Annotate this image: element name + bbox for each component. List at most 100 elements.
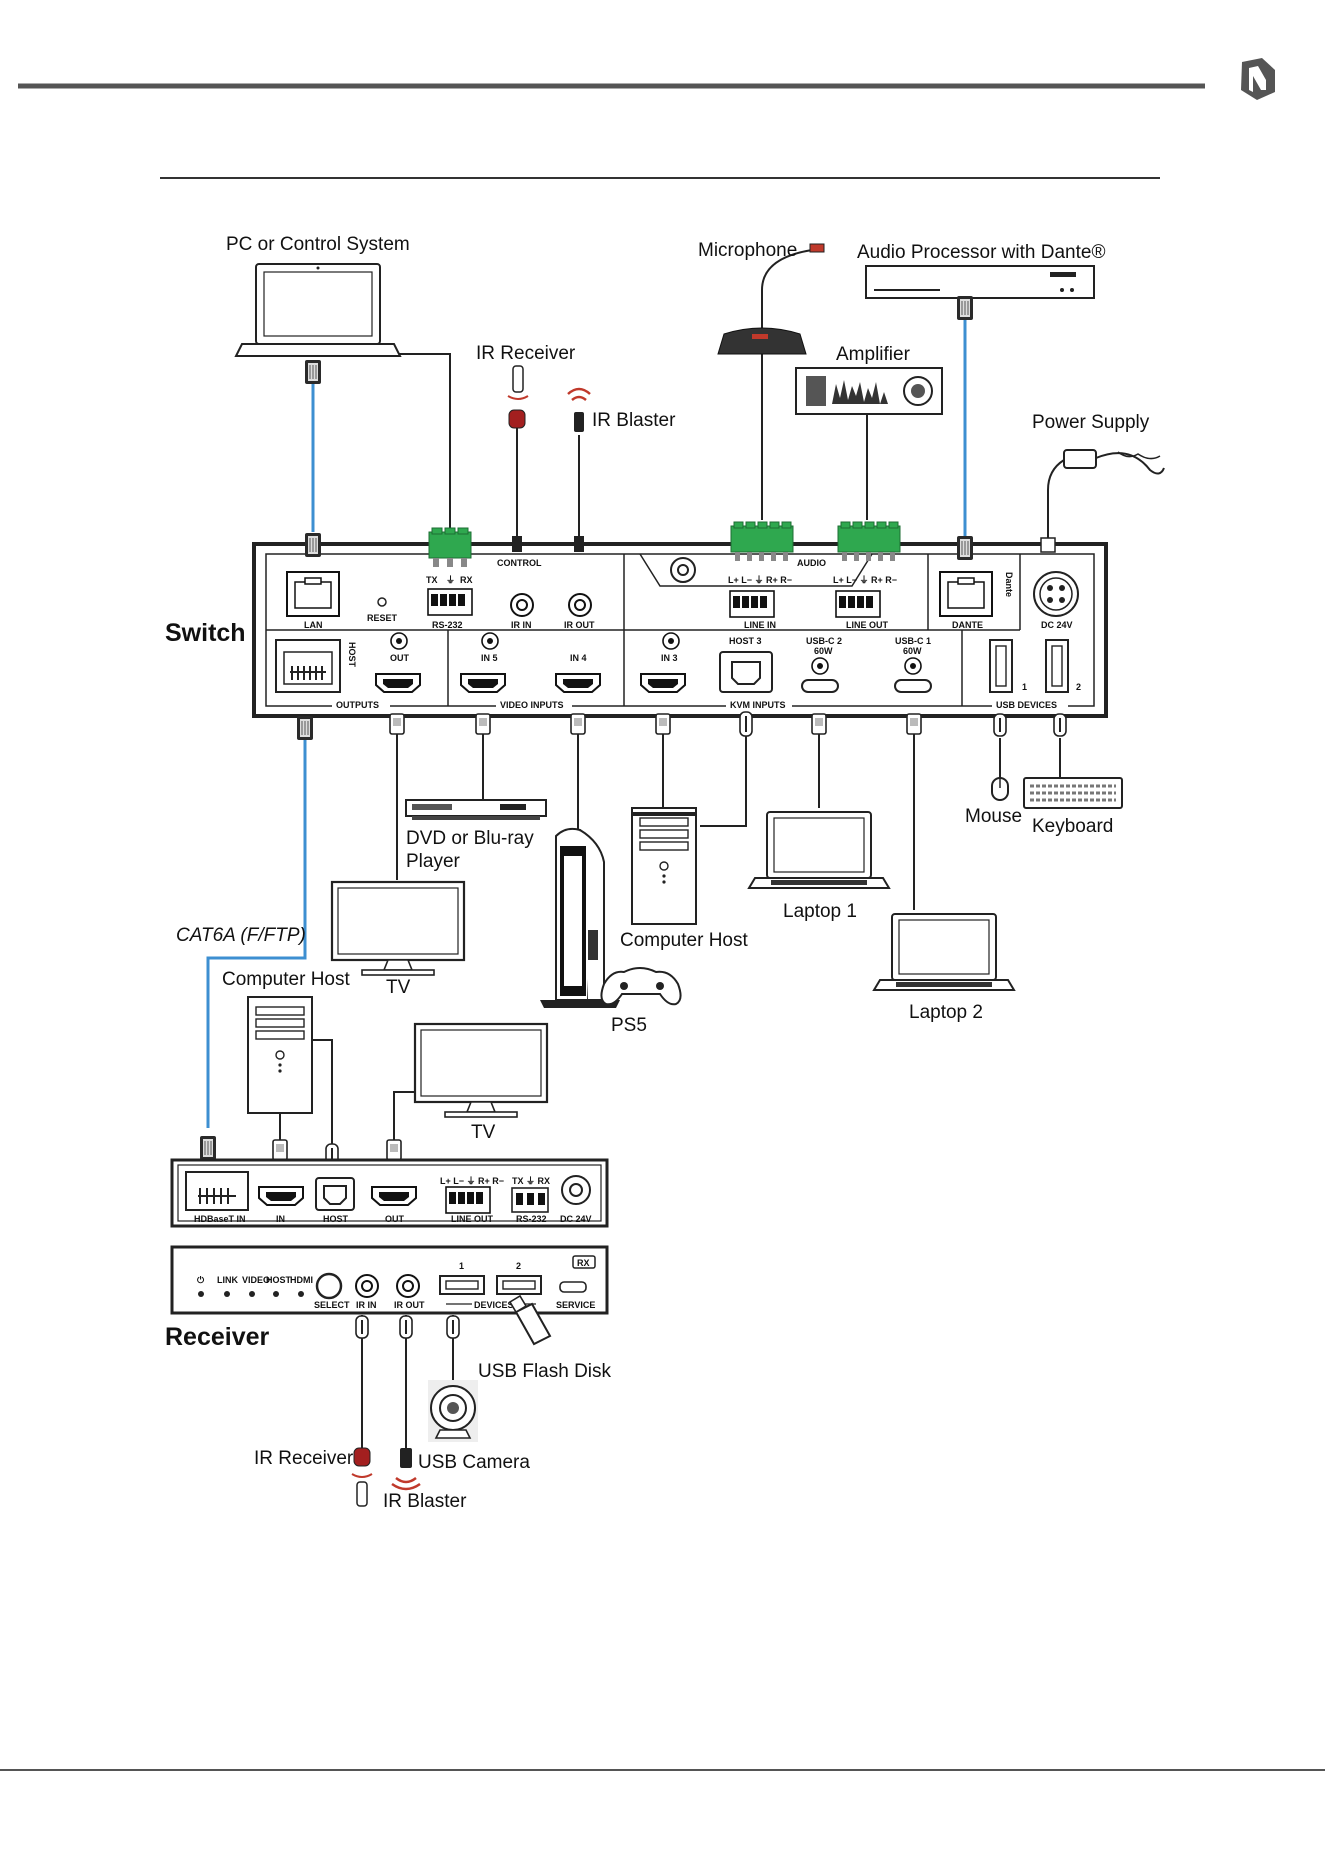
computer-host-top <box>631 807 697 925</box>
rxb-label-host: HOST <box>323 1214 349 1224</box>
receiver-host-usb-b[interactable] <box>315 1177 355 1211</box>
amplifier <box>795 367 943 415</box>
rxf-led-power-label: ⏻ <box>197 1275 205 1285</box>
cat6a-cable <box>206 735 307 1128</box>
switch-label-rs232: RS-232 <box>432 620 463 630</box>
rxf-led-hdmi-label: HDMI <box>290 1275 313 1285</box>
pc-laptop <box>234 263 402 357</box>
receiver-ir-out-jack[interactable] <box>396 1274 420 1298</box>
gamepad <box>600 967 682 1006</box>
switch-label-dc24v: DC 24V <box>1041 620 1073 630</box>
switch-label-rx: RX <box>460 575 473 585</box>
switch-label-dante: DANTE <box>952 620 983 630</box>
rxb-label-lr: L+ L− ⏚ R+ R− <box>440 1176 504 1186</box>
switch-in5-hdmi[interactable] <box>460 673 506 693</box>
line-out-terminal[interactable] <box>835 590 881 618</box>
label-laptop1: Laptop 1 <box>783 901 857 922</box>
label-ir-blaster-bottom: IR Blaster <box>383 1491 467 1512</box>
switch-label-usbc2w: 60W <box>814 646 833 656</box>
switch-label-line-out: LINE OUT <box>846 620 889 630</box>
rx-badge <box>572 1255 596 1269</box>
tv-top <box>330 880 466 977</box>
rxf-led-link-label: LINK <box>217 1275 238 1285</box>
switch-label-usb-devices: USB DEVICES <box>996 700 1057 710</box>
service-port[interactable] <box>559 1281 587 1293</box>
rxf-label-ir-in: IR IN <box>356 1300 377 1310</box>
receiver-out-hdmi[interactable] <box>371 1186 417 1206</box>
label-computer-host-top: Computer Host <box>620 930 748 951</box>
rxf-label-service: SERVICE <box>556 1300 595 1310</box>
receiver-dc24v-port[interactable] <box>561 1175 591 1205</box>
select-button[interactable] <box>315 1272 343 1300</box>
ir-in-jack[interactable] <box>510 593 534 617</box>
tv-bottom <box>413 1022 549 1119</box>
switch-label-usbc1: USB-C 1 <box>895 636 931 646</box>
switch-label-line-in: LINE IN <box>744 620 776 630</box>
receiver-line-out-terminal[interactable] <box>445 1186 491 1214</box>
label-tv-top: TV <box>386 977 411 998</box>
label-mouse: Mouse <box>965 806 1022 827</box>
microphone <box>717 243 825 356</box>
switch-label-lr-out: L+ L− ⏚ R+ R− <box>833 575 897 585</box>
receiver-hdbaset-port[interactable] <box>185 1171 249 1211</box>
switch-in3-jack <box>662 632 680 650</box>
rxb-label-hdbaset-in: HDBaseT IN <box>194 1214 246 1224</box>
switch-label-in4: IN 4 <box>570 653 587 663</box>
switch-usbc1-port[interactable] <box>894 679 932 693</box>
label-switch: Switch <box>165 619 246 647</box>
switch-label-video-inputs: VIDEO INPUTS <box>500 700 564 710</box>
reset-button[interactable] <box>377 597 387 607</box>
switch-label-ir-out: IR OUT <box>564 620 595 630</box>
label-ir-receiver-bottom: IR Receiver <box>254 1448 354 1469</box>
line-in-terminal[interactable] <box>729 590 775 618</box>
switch-label-control: CONTROL <box>497 558 542 568</box>
switch-in5-jack <box>481 632 499 650</box>
label-tv-bottom: TV <box>471 1122 496 1143</box>
hdbaset-out-port[interactable] <box>275 639 341 693</box>
rxf-label-rx: RX <box>577 1258 590 1268</box>
led-video <box>249 1291 255 1297</box>
label-ps5: PS5 <box>611 1015 647 1036</box>
label-pc: PC or Control System <box>226 234 410 255</box>
label-microphone: Microphone <box>698 240 797 261</box>
laptop-2 <box>873 913 1015 991</box>
usb-camera <box>428 1380 478 1442</box>
label-cat6a: CAT6A (F/FTP) <box>176 925 306 946</box>
switch-label-host: HOST <box>347 642 357 668</box>
switch-usbc2-jack <box>811 657 829 675</box>
switch-usbc2-port[interactable] <box>801 679 839 693</box>
lan-port[interactable] <box>286 571 340 617</box>
receiver-in-hdmi[interactable] <box>258 1186 304 1206</box>
switch-label-dante-logo: Dante <box>1004 572 1014 597</box>
rxb-label-dc24v: DC 24V <box>560 1214 592 1224</box>
label-dvd2: Player <box>406 851 461 872</box>
switch-host3-usb-b[interactable] <box>719 651 773 693</box>
switch-in4-hdmi[interactable] <box>555 673 601 693</box>
switch-label-outputs: OUTPUTS <box>336 700 379 710</box>
switch-in3-hdmi[interactable] <box>640 673 686 693</box>
label-computer-host-bottom: Computer Host <box>222 969 350 990</box>
switch-label-lr-in: L+ L− ⏚ R+ R− <box>728 575 792 585</box>
rs232-terminal[interactable] <box>427 588 473 616</box>
dc24v-port[interactable] <box>1033 571 1079 617</box>
led-host <box>273 1291 279 1297</box>
switch-out-hdmi[interactable] <box>375 673 421 693</box>
audio-processor <box>865 265 1095 299</box>
switch-label-usb2: 2 <box>1076 682 1081 692</box>
ir-out-jack[interactable] <box>568 593 592 617</box>
receiver-rs232-terminal[interactable] <box>511 1187 549 1213</box>
receiver-ir-in-jack[interactable] <box>355 1274 379 1298</box>
rxb-label-in: IN <box>276 1214 285 1224</box>
led-hdmi <box>298 1291 304 1297</box>
rxf-label-select: SELECT <box>314 1300 350 1310</box>
label-ir-receiver-top: IR Receiver <box>476 343 576 364</box>
led-power <box>198 1291 204 1297</box>
switch-label-in5: IN 5 <box>481 653 498 663</box>
label-audio-processor: Audio Processor with Dante® <box>857 242 1105 263</box>
rxf-label-dev1: 1 <box>459 1261 464 1271</box>
rxf-led-host-label: HOST <box>266 1275 292 1285</box>
rxf-label-devices: DEVICES <box>474 1300 514 1310</box>
label-laptop2: Laptop 2 <box>909 1002 983 1023</box>
dante-port[interactable] <box>939 571 993 617</box>
